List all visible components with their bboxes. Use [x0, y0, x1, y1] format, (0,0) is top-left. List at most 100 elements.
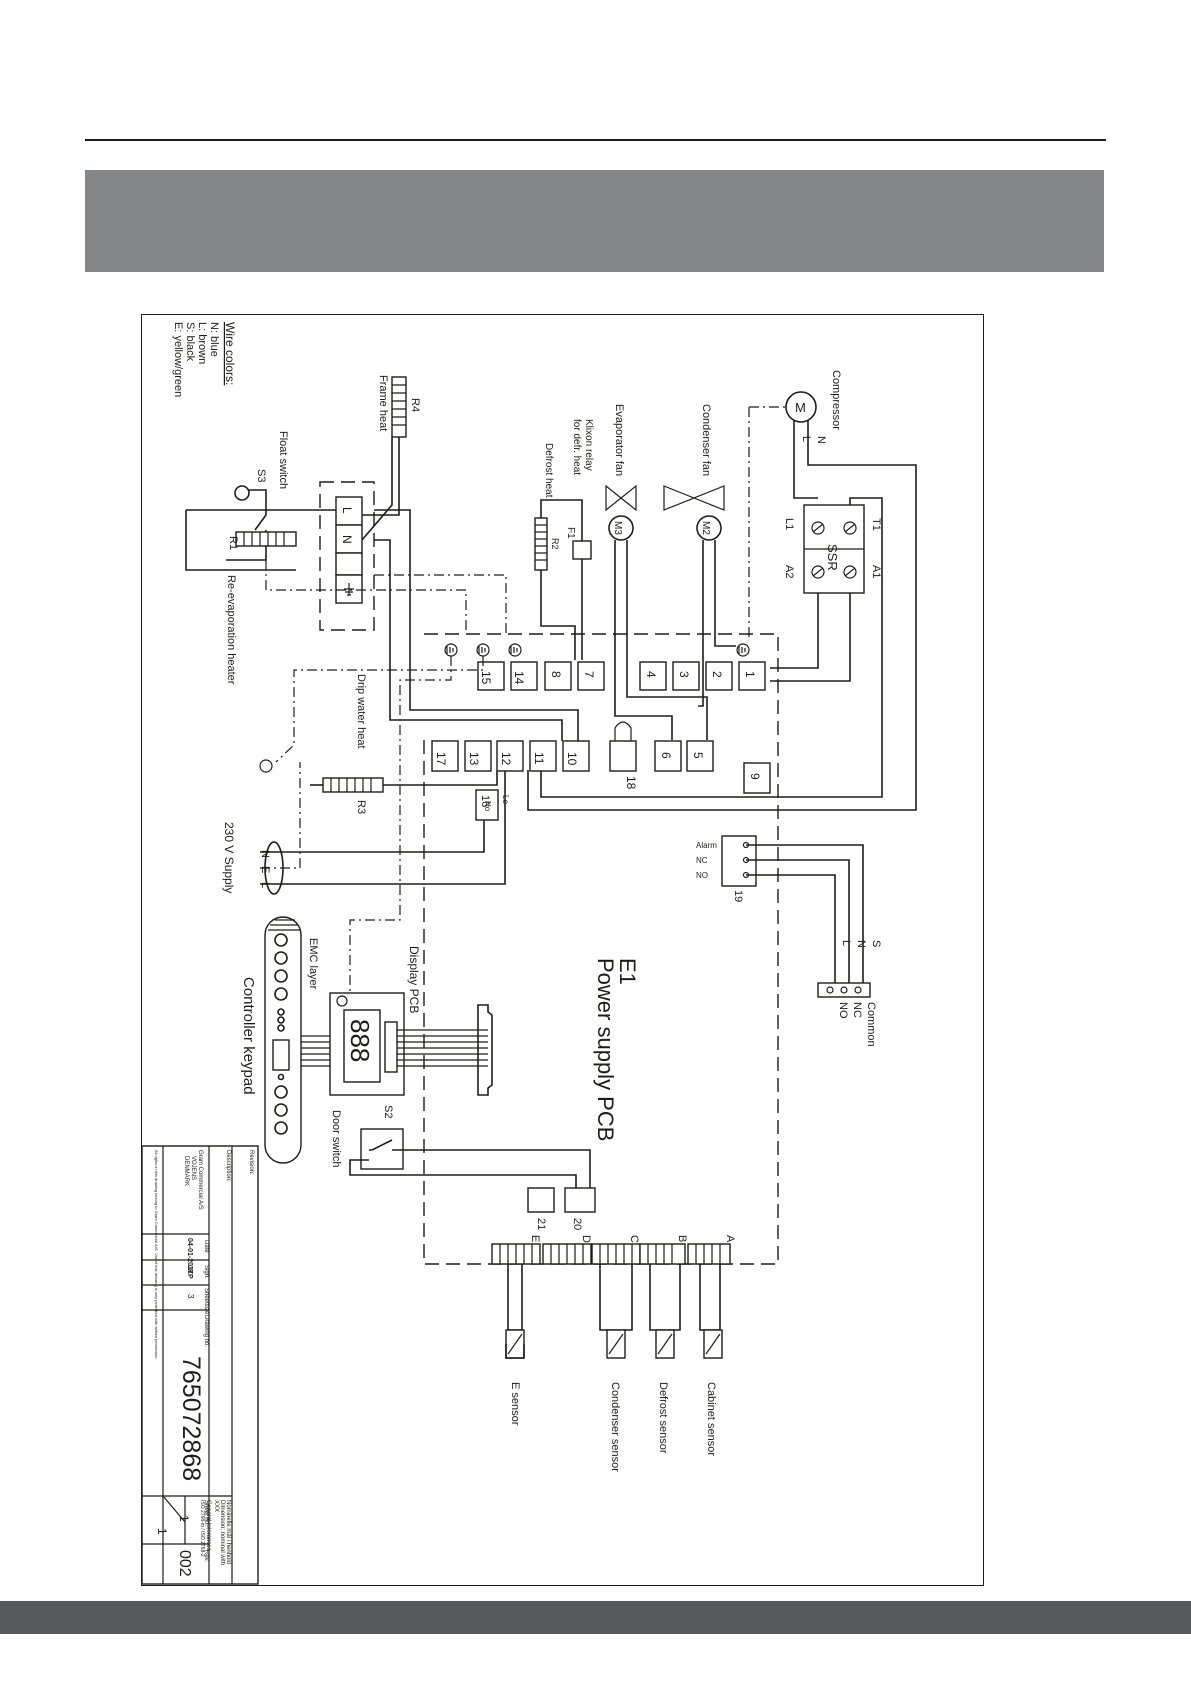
alarm-no-label: NO [696, 871, 708, 880]
footer-band [0, 1601, 1191, 1634]
keypad-button[interactable] [274, 1103, 288, 1117]
earth-symbol-drip [259, 759, 273, 773]
compressor-label: Compressor [830, 370, 842, 430]
title-sheet-size-label: Sheetsize [203, 1288, 209, 1315]
terminal-6 [654, 740, 682, 772]
pcb-e1-label: E1 [615, 958, 640, 985]
terminal-12 [496, 740, 524, 772]
display-connector [384, 1021, 398, 1073]
wire-colors-legend: Wire colors: N: blue L: brown S: black E… [172, 322, 237, 397]
cabinet-sensor-label: Cabinet sensor [705, 1382, 717, 1456]
terminal-13-label: 13 [467, 752, 481, 766]
evaporator-fan-blades [605, 484, 637, 512]
connector-d-label: D [580, 1235, 592, 1243]
terminal-7-label: 7 [582, 671, 596, 678]
tolerance-line-3: General tolerances [205, 1500, 211, 1551]
company-line-3: DENMARK [183, 1156, 189, 1186]
output-no: NO [837, 1002, 849, 1019]
terminal-3-label: 3 [677, 671, 691, 678]
tolerance-line-4: ISO 2768-m / ISO 2768-2 [199, 1500, 205, 1557]
terminal-4 [639, 661, 667, 691]
r1-label: R1 [227, 536, 239, 550]
drip-water-heat-label: Drip water heat [355, 674, 367, 749]
wire-m2-a [698, 540, 704, 707]
keypad-display-window [272, 1039, 290, 1071]
wire-m3-b [626, 540, 708, 740]
float-switch-s3 [234, 485, 250, 501]
terminal-8 [544, 661, 572, 691]
display-ribbon-cable [397, 1029, 488, 1067]
keypad-button[interactable] [274, 987, 288, 1001]
terminal-11-label: 11 [532, 752, 546, 765]
title-date-label: Date [203, 1240, 209, 1253]
re-evaporation-heater-label: Re-evaporation heater [225, 575, 237, 685]
condenser-fan-blades [663, 485, 725, 511]
header-band [85, 170, 1104, 272]
keypad-button[interactable] [274, 1085, 288, 1099]
door-switch-s2 [360, 1128, 404, 1170]
connector-b [639, 1243, 686, 1265]
alarm-nc-label: NC [696, 856, 708, 865]
r2-label: R2 [550, 538, 560, 550]
title-rev: 002 [176, 1550, 193, 1577]
output-nc: NC [851, 1002, 863, 1018]
m2-label: M2 [700, 521, 711, 535]
e-sensor-wires [507, 1264, 523, 1331]
connector-e-label: E [529, 1235, 541, 1242]
terminal-n [335, 524, 363, 554]
terminal-16-lo: Lo [501, 795, 510, 804]
keypad-button[interactable] [274, 951, 288, 965]
ssr-a1: A1 [870, 565, 882, 578]
terminal-17 [431, 740, 459, 772]
keypad-button[interactable] [274, 1121, 288, 1135]
terminal-20-label: 20 [571, 1218, 583, 1230]
wire-color-e: E: yellow/green [172, 322, 184, 397]
tolerance-line-1: Nominelle mål i henhold [225, 1500, 232, 1564]
terminal-18 [609, 740, 637, 772]
mains-terminal-block-outline [319, 481, 375, 631]
title-sign-label: Sign. [203, 1265, 209, 1279]
terminal-l-label: L [340, 507, 354, 514]
company-line-1: Gram Commercial A/S [197, 1150, 203, 1210]
f1-label: F1 [565, 527, 576, 539]
terminal-17-label: 17 [434, 752, 448, 766]
evaporator-fan-label: Evaporator fan [613, 404, 625, 476]
r4-label: R4 [409, 398, 421, 412]
keypad-buttons [272, 933, 290, 1135]
wire-colors-title: Wire colors: [223, 322, 237, 385]
terminal-9-label: 9 [748, 773, 762, 780]
wire-m2-b [714, 540, 736, 647]
connector-a [687, 1243, 731, 1265]
earth-symbols-row-a [444, 643, 750, 657]
title-sheet-size: 3 [186, 1294, 195, 1299]
terminal-20 [564, 1187, 596, 1213]
terminal-1 [738, 661, 766, 691]
defrost-heater-r2 [534, 517, 548, 571]
title-description-label: Description: [225, 1150, 231, 1182]
terminal-n-label: N [340, 535, 354, 544]
condenser-sensor-label: Condenser sensor [609, 1382, 621, 1472]
terminal-18-label: 18 [624, 776, 638, 790]
terminal-1-label: 1 [743, 671, 757, 678]
wire-ssr-a2 [770, 593, 819, 669]
terminal-15-label: 15 [479, 671, 493, 685]
defrost-sensor-label: Defrost sensor [657, 1382, 669, 1454]
keypad-button[interactable] [274, 969, 288, 983]
e-sensor-label: E sensor [509, 1382, 521, 1426]
terminal-8-label: 8 [549, 671, 563, 678]
supply-l: L [259, 882, 271, 888]
connector-c-label: C [628, 1235, 640, 1243]
alarm-s: S [870, 940, 882, 947]
terminal-11 [529, 740, 557, 772]
terminal-4-label: 4 [644, 671, 658, 678]
connector-b-label: B [676, 1235, 688, 1242]
emc-layer-label: EMC layer [307, 938, 319, 990]
wire-ssr-t1 [540, 497, 883, 798]
s3-label: S3 [255, 469, 267, 482]
keypad-button[interactable] [274, 933, 288, 947]
copyright-note: All rights in this drawing belong to Gra… [154, 1150, 159, 1360]
title-date: 04-01-2017 [186, 1238, 193, 1274]
defrost-heat-label: Defrost heat [543, 443, 554, 498]
terminal-10 [562, 740, 590, 772]
ssr-l1: L1 [783, 518, 795, 530]
